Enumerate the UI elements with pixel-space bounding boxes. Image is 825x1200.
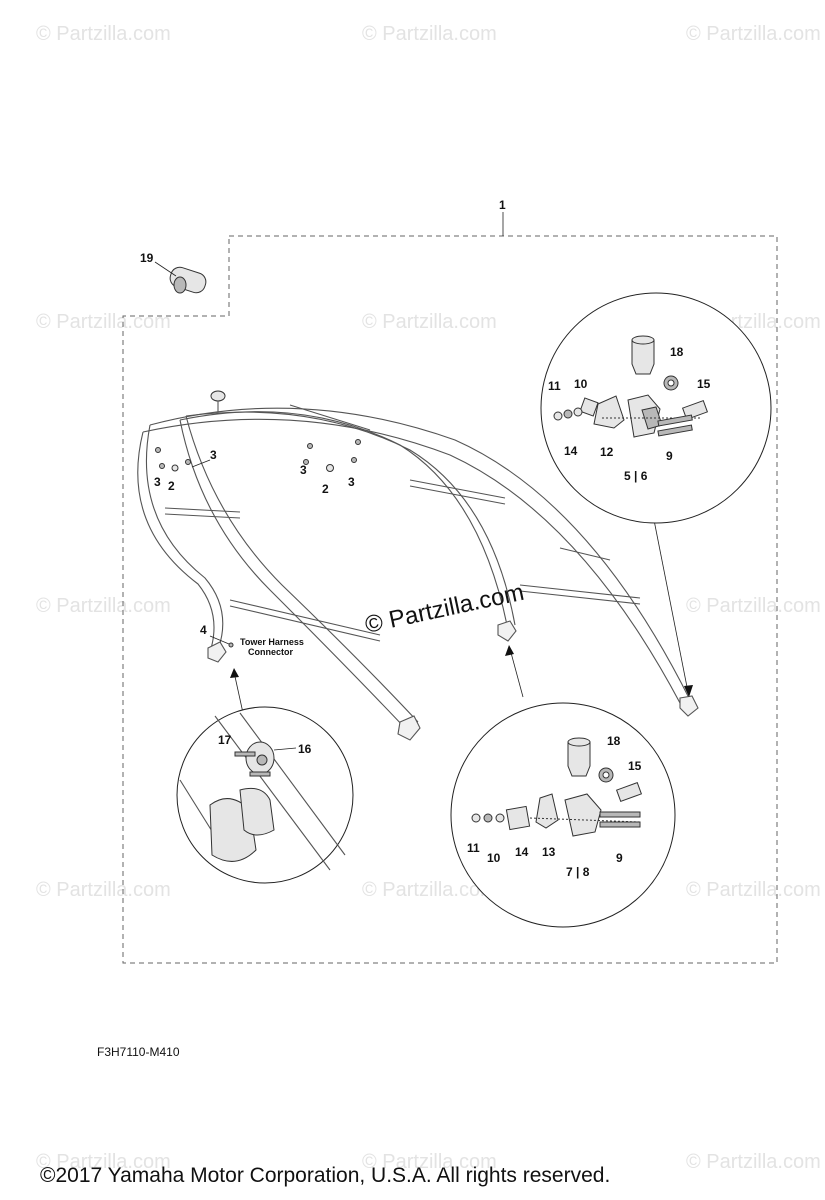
watermark: © Partzilla.com bbox=[686, 879, 821, 901]
watermark: © Partzilla.com bbox=[36, 311, 171, 333]
callout-1: 1 bbox=[499, 198, 506, 212]
callout-9: 9 bbox=[616, 851, 623, 865]
watermark: © Partzilla.com bbox=[36, 1151, 171, 1173]
callout-5-6: 5 | 6 bbox=[624, 469, 648, 483]
callout-18: 18 bbox=[607, 734, 621, 748]
callout-15: 15 bbox=[697, 377, 711, 391]
detail-circle-left: 17 16 bbox=[176, 706, 354, 884]
callout-7-8: 7 | 8 bbox=[566, 865, 590, 879]
callout-10: 10 bbox=[487, 851, 501, 865]
watermark: © Partzilla.com bbox=[362, 1151, 497, 1173]
cap-part-19: 19 bbox=[140, 251, 207, 294]
watermark: © Partzilla.com bbox=[36, 23, 171, 45]
callout-3: 3 bbox=[210, 448, 217, 462]
copyright-notice: ©2017 Yamaha Motor Corporation, U.S.A. A… bbox=[40, 1164, 611, 1187]
callout-12: 12 bbox=[600, 445, 614, 459]
tower-frame bbox=[137, 390, 699, 741]
watermark: © Partzilla.com bbox=[686, 23, 821, 45]
callout-4: 4 bbox=[200, 623, 207, 637]
watermark: © Partzilla.com bbox=[36, 879, 171, 901]
watermark: © Partzilla.com bbox=[362, 23, 497, 45]
watermark: © Partzilla.com bbox=[686, 595, 821, 617]
callout-17: 17 bbox=[218, 733, 232, 747]
assembly-boundary bbox=[122, 235, 778, 964]
detail-circle-upper: 18 11 10 15 14 12 5 | 6 9 bbox=[540, 292, 772, 524]
harness-connector: 4 Tower Harness Connector bbox=[200, 623, 304, 657]
callout-2: 2 bbox=[322, 482, 329, 496]
callout-16: 16 bbox=[298, 742, 312, 756]
callout-18: 18 bbox=[670, 345, 684, 359]
watermark: © Partzilla.com bbox=[362, 311, 497, 333]
callout-15: 15 bbox=[628, 759, 642, 773]
connector-label-line2: Connector bbox=[248, 647, 293, 657]
detail-circle-lower: 18 15 11 10 14 13 7 | 8 9 bbox=[450, 702, 676, 928]
callout-3: 3 bbox=[300, 463, 307, 477]
callout-2: 2 bbox=[168, 479, 175, 493]
watermark: © Partzilla.com bbox=[36, 595, 171, 617]
callout-3: 3 bbox=[154, 475, 161, 489]
callout-10: 10 bbox=[574, 377, 588, 391]
callouts-top: 3 2 3 3 2 3 bbox=[154, 448, 355, 496]
watermark-layer: © Partzilla.com © Partzilla.com © Partzi… bbox=[36, 23, 821, 1173]
tower-fasteners bbox=[155, 439, 361, 472]
detail-arrows bbox=[230, 519, 693, 714]
callout-11: 11 bbox=[548, 379, 561, 393]
callout-9: 9 bbox=[666, 449, 673, 463]
connector-label-line1: Tower Harness bbox=[240, 637, 304, 647]
callout-11: 11 bbox=[467, 841, 480, 855]
diagram-code: F3H7110-M410 bbox=[97, 1045, 180, 1059]
watermark: © Partzilla.com bbox=[686, 1151, 821, 1173]
callout-3: 3 bbox=[348, 475, 355, 489]
callout-19: 19 bbox=[140, 251, 154, 265]
callout-13: 13 bbox=[542, 845, 556, 859]
callout-14: 14 bbox=[564, 444, 578, 458]
watermark: © Partzilla.com bbox=[362, 879, 497, 901]
callout-14: 14 bbox=[515, 845, 529, 859]
